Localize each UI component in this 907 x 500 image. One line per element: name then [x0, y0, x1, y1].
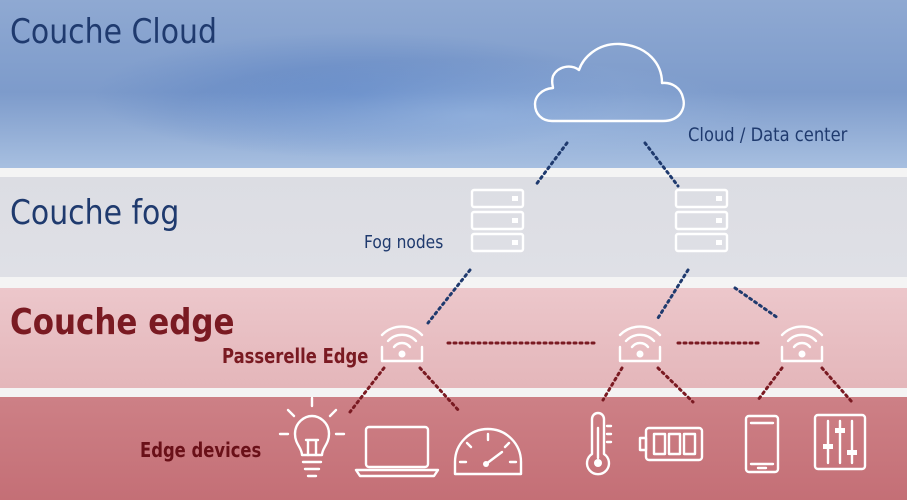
connector-gateway-device [820, 366, 854, 404]
cloud-icon [533, 42, 685, 123]
wifi-icon [618, 325, 662, 363]
connector-gateway-device [601, 366, 624, 402]
cloud-layer-title: Couche Cloud [10, 12, 217, 52]
layer-separator [0, 277, 907, 288]
lightbulb-icon [278, 396, 346, 478]
speedometer-icon [453, 427, 523, 476]
fog-layer-title: Couche fog [10, 193, 180, 233]
layer-separator [0, 388, 907, 397]
battery-icon [638, 426, 704, 462]
connector-fog-gateway [733, 286, 780, 320]
fog-nodes-label: Fog nodes [364, 232, 444, 253]
server-stack-icon [674, 188, 729, 253]
connector-cloud-fog-right [643, 141, 680, 188]
fog-layer-band [0, 177, 907, 277]
devices-layer-band [0, 397, 907, 500]
server-stack-icon [470, 188, 525, 253]
cloud-layer-band [0, 0, 907, 168]
layer-separator [0, 168, 907, 177]
connector-cloud-fog-left [533, 141, 569, 188]
sliders-icon [813, 413, 867, 471]
tablet-icon [744, 414, 780, 474]
edge-layer-band [0, 288, 907, 388]
connector-gateway-device [756, 366, 784, 402]
edge-gateway-label: Passerelle Edge [222, 344, 369, 368]
connector-gateway-device [418, 366, 462, 414]
laptop-icon [354, 425, 440, 478]
edge-layer-title: Couche edge [10, 302, 235, 343]
connector-fog-gateway [656, 268, 690, 320]
connector-gateway-device [348, 366, 386, 414]
cloud-datacenter-label: Cloud / Data center [688, 124, 848, 146]
thermometer-icon [585, 411, 613, 476]
wifi-icon [380, 325, 424, 363]
wifi-icon [780, 325, 824, 363]
edge-devices-label: Edge devices [140, 438, 262, 462]
connector-fog-gateway [426, 268, 472, 325]
connector-gateway-device [656, 366, 695, 404]
